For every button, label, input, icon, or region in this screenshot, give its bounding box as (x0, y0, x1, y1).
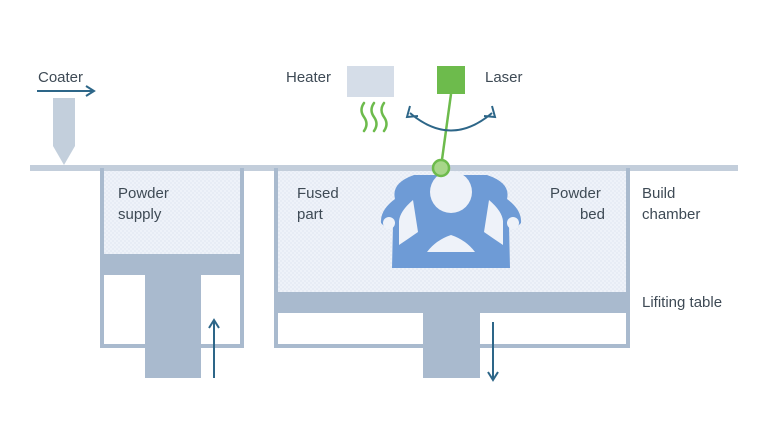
table-down-arrow-icon (487, 322, 499, 382)
powder-supply-piston-plate (104, 254, 240, 275)
fused-part-object (380, 171, 522, 268)
laser-sweep-arrow-icon (405, 105, 497, 132)
lifting-table-label: Lifiting table (642, 294, 722, 311)
heater-label: Heater (286, 69, 331, 86)
coater-label: Coater (38, 69, 83, 86)
supply-up-arrow-icon (208, 318, 220, 378)
build-platform-line (30, 165, 738, 171)
heater-block (347, 66, 394, 97)
powder-supply-piston-rod (145, 275, 201, 378)
laser-focus-point (431, 158, 451, 178)
fused-part-label: Fused part (297, 185, 343, 223)
coater (53, 98, 75, 165)
heat-waves-icon (360, 101, 388, 133)
powder-supply-label: Powder supply (118, 185, 173, 223)
laser-label: Laser (485, 69, 523, 86)
laser-source (437, 66, 465, 94)
powder-supply-chamber (100, 168, 244, 378)
powder-bed-label: Powder bed (550, 185, 605, 223)
coater-arrow-icon (37, 85, 96, 97)
lifting-table-plate (278, 292, 626, 313)
coater-blade (53, 98, 75, 165)
build-chamber-label: Build chamber (642, 185, 700, 223)
